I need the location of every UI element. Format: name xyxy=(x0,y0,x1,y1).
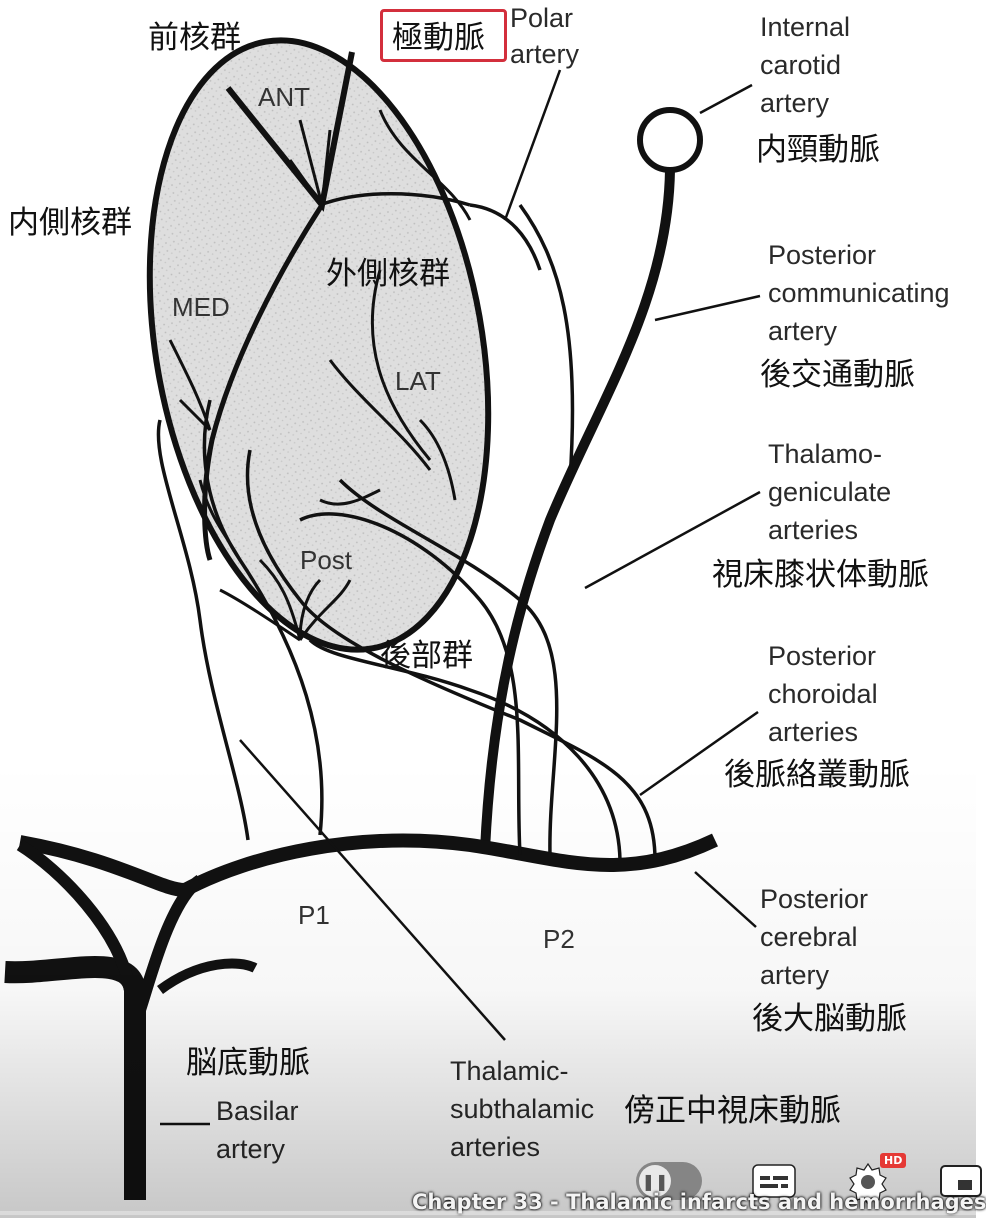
lateral-group-label: 外側核群 xyxy=(326,256,450,292)
captions-icon[interactable] xyxy=(750,1162,798,1200)
thalamogeniculate-vessel-1 xyxy=(299,512,522,856)
leader-polar xyxy=(503,69,562,221)
posterior-cerebral-artery xyxy=(18,833,718,898)
posterior-group-label: 後部群 xyxy=(380,638,473,674)
hd-badge: HD xyxy=(880,1153,907,1168)
post-region-label: Post xyxy=(300,545,353,575)
ica-jp-label: 内頸動脈 xyxy=(756,132,880,168)
progress-bar[interactable] xyxy=(0,1211,976,1215)
polar-branch xyxy=(469,203,542,271)
autoplay-toggle[interactable]: ❚❚ xyxy=(636,1162,702,1200)
pause-icon: ❚❚ xyxy=(639,1165,671,1197)
med-region-label: MED xyxy=(172,292,230,322)
settings-icon[interactable] xyxy=(846,1160,890,1206)
thalamus-outline xyxy=(146,37,492,653)
basilar-jp-label: 脳底動脈 xyxy=(186,1045,310,1081)
posterior-choroidal-jp-label: 後脈絡叢動脈 xyxy=(724,757,910,793)
ant-branch xyxy=(288,119,332,206)
pcom-jp-label: 後交通動脈 xyxy=(760,357,915,393)
thalamogeniculate-en-label: Thalamo- geniculate arteries xyxy=(768,439,892,545)
anterior-group-label: 前核群 xyxy=(148,20,241,56)
thalamic-subthalamic-en-label: Thalamic- subthalamic arteries xyxy=(450,1056,595,1162)
posterior-communicating-artery xyxy=(480,169,675,851)
basilar-artery xyxy=(4,956,146,1200)
basilar-branch-right xyxy=(134,875,204,1012)
leader-pca xyxy=(694,871,757,928)
thalamogeniculate-jp-label: 視床膝状体動脈 xyxy=(712,557,929,593)
medial-group-label: 内側核群 xyxy=(8,205,132,241)
basilar-branch-left xyxy=(16,839,136,992)
pca-jp-label: 後大脳動脈 xyxy=(752,1001,907,1037)
thalamogeniculate-vessel-2 xyxy=(338,478,559,856)
leader-pchor xyxy=(639,710,759,797)
polar-highlight-box xyxy=(380,9,507,62)
lat-branches xyxy=(328,109,472,501)
leader-thalgen xyxy=(584,490,761,590)
polar-artery-en-label: Polar artery xyxy=(510,3,580,69)
thalamic-subthalamic-vessel-1 xyxy=(156,419,250,841)
medial-division-line xyxy=(202,203,325,561)
p1-segment-label: P1 xyxy=(298,900,330,930)
p2-segment-label: P2 xyxy=(543,924,575,954)
basilar-en-label: Basilar artery xyxy=(216,1096,299,1164)
internal-carotid-circle xyxy=(637,107,703,173)
pca-en-label: Posterior cerebral artery xyxy=(760,884,869,990)
miniplayer-icon[interactable] xyxy=(938,1162,982,1200)
polar-artery-jp-label: 極動脈 xyxy=(392,20,485,56)
chapter-title[interactable]: Chapter 33 - Thalamic infarcts and hemor… xyxy=(412,1190,986,1214)
choroidal-vessel-2 xyxy=(308,638,622,861)
basilar-right-stub xyxy=(157,958,258,995)
pcom-en-label: Posterior communicating artery xyxy=(768,240,950,346)
med-branches xyxy=(168,339,242,561)
leader-thalsub xyxy=(239,739,506,1041)
ant-region-label: ANT xyxy=(258,82,310,112)
leader-ica xyxy=(699,83,753,115)
lat-region-label: LAT xyxy=(395,366,441,396)
thalamic-subthalamic-vessel-2 xyxy=(202,399,324,836)
ica-en-label: Internal carotid artery xyxy=(760,12,851,118)
polar-artery-vessel xyxy=(518,203,575,481)
leader-pcom xyxy=(654,294,761,322)
posterior-choroidal-en-label: Posterior choroidal arteries xyxy=(768,641,878,747)
polar-branch-2 xyxy=(319,192,471,207)
thalamic-subthalamic-jp-label: 傍正中視床動脈 xyxy=(624,1093,841,1129)
post-branches xyxy=(219,488,381,642)
